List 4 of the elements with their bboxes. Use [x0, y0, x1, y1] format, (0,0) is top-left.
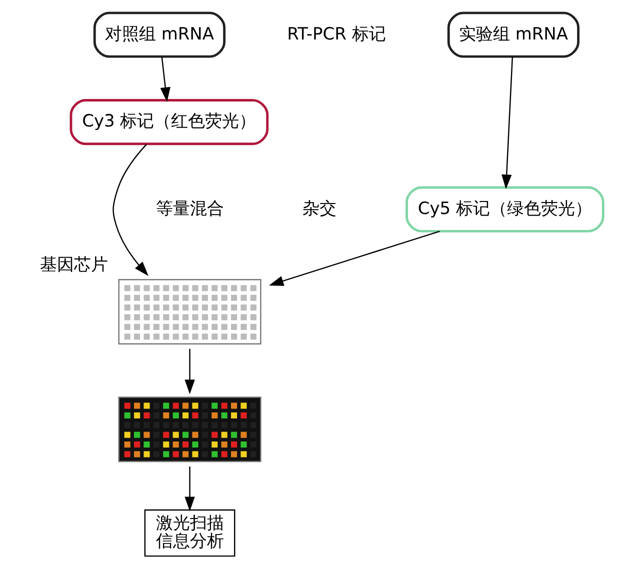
label: RT-PCR 标记 [286, 24, 386, 44]
label: 等量混合 [155, 198, 224, 219]
node-label: 基因芯片 [40, 255, 108, 276]
label: 杂交 [302, 198, 336, 219]
